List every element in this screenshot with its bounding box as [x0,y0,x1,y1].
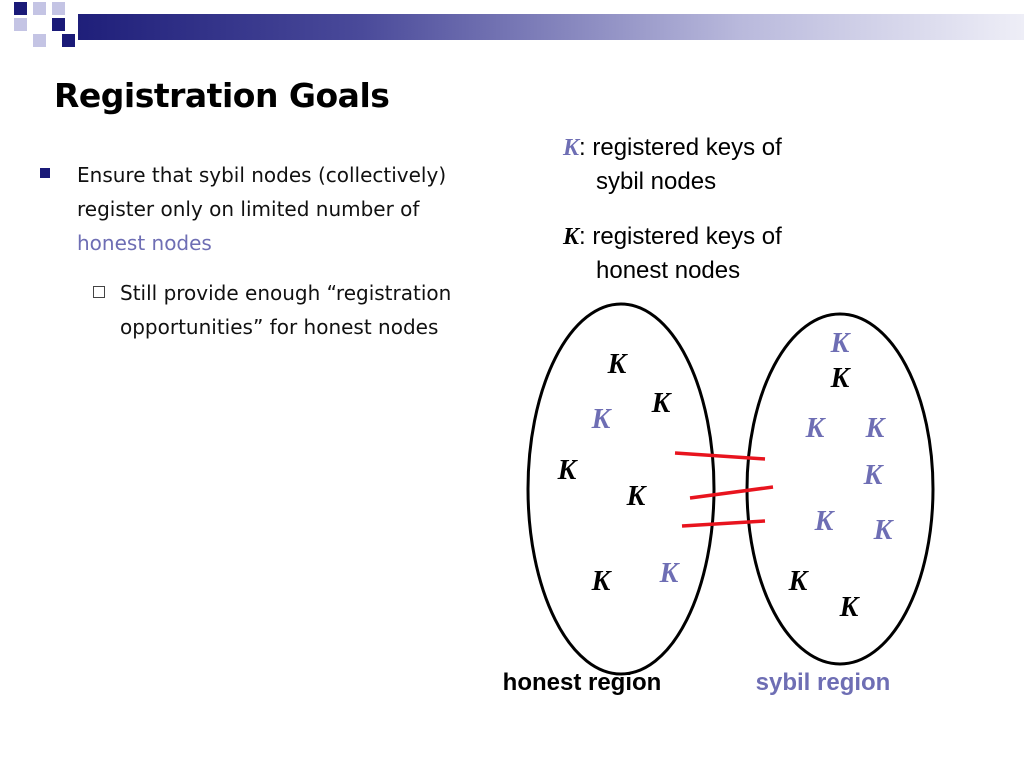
header-square-dark [52,18,65,31]
honest-key-mark: K [626,481,648,512]
honest-key-mark: K [607,349,629,380]
header-square-light [33,2,46,15]
sybil-key-mark: K [873,515,895,546]
page-title: Registration Goals [54,76,390,115]
bullet-main-text: Ensure that sybil nodes (collectively) r… [77,158,517,260]
attack-edge [681,519,766,528]
header-square-light [14,18,27,31]
legend-honest-keys: K: registered keys of honest nodes [563,220,782,288]
header-square-dark [62,34,75,47]
header-square-light [33,34,46,47]
sybil-key-mark: K [863,460,885,491]
bullet-main-highlight: honest nodes [77,231,212,255]
sybil-region-label: sybil region [756,669,891,696]
attack-edge [674,451,766,461]
legend-honest-key-desc-2: honest nodes [596,257,741,284]
legend-sybil-keys: K: registered keys of sybil nodes [563,131,782,199]
legend-honest-key-symbol: K [563,224,580,250]
legend-sybil-key-desc-2: sybil nodes [596,168,717,195]
honest-key-mark: K [830,363,852,394]
sybil-key-mark: K [805,413,827,444]
sybil-key-mark: K [659,558,681,589]
header-gradient-bar [78,14,1024,40]
honest-key-mark: K [788,566,810,597]
sybil-key-mark: K [830,328,852,359]
honest-key-mark: K [557,455,579,486]
sybil-key-mark: K [591,404,613,435]
sybil-key-mark: K [865,413,887,444]
legend-honest-key-desc-1: : registered keys of [579,223,782,250]
honest-key-mark: K [651,388,673,419]
sybil-key-mark: K [814,506,836,537]
hollow-square-bullet-icon [93,286,105,298]
bullet-main-body: Ensure that sybil nodes (collectively) r… [77,163,447,221]
honest-region-ellipse [526,302,716,676]
honest-key-mark: K [591,566,613,597]
header-square-light [52,2,65,15]
honest-key-mark: K [839,592,861,623]
legend-sybil-key-symbol: K [563,135,580,161]
square-bullet-icon [40,168,50,178]
honest-region-label: honest region [503,669,662,696]
attack-edge [689,485,774,500]
legend-sybil-key-desc-1: : registered keys of [579,134,782,161]
bullet-sub-text: Still provide enough “registration oppor… [120,281,452,339]
header-square-dark [14,2,27,15]
